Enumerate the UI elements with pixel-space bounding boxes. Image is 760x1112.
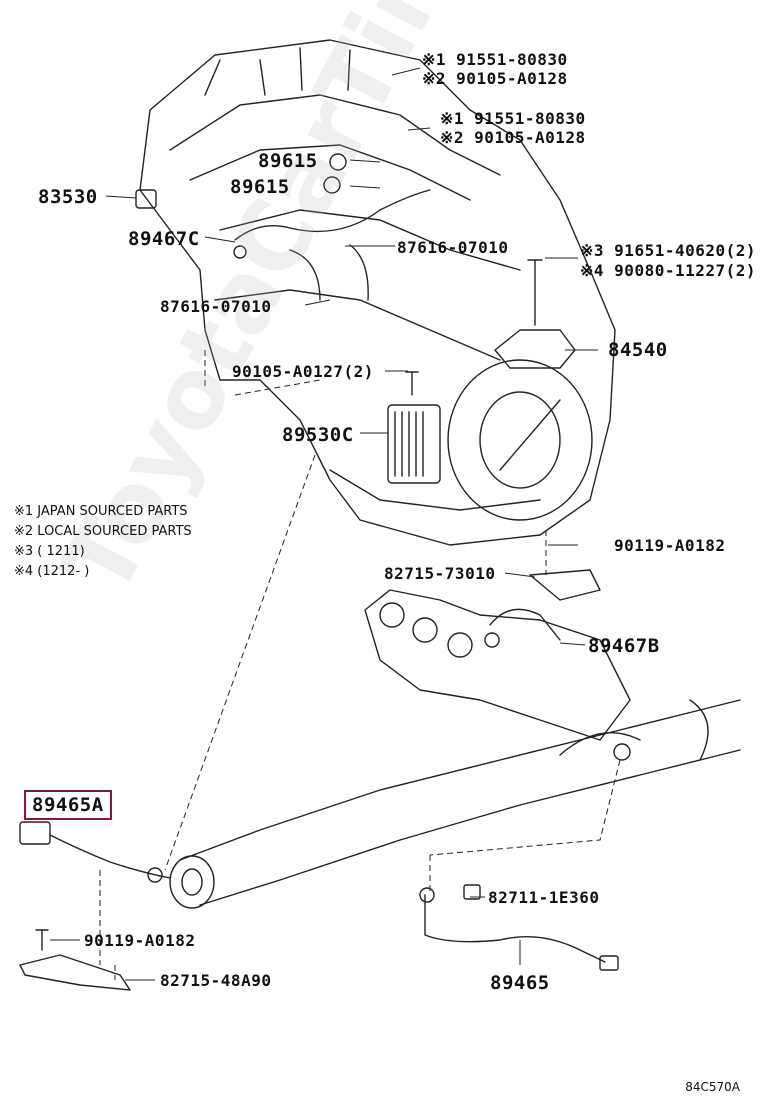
ecu-module-drawing bbox=[387, 404, 441, 484]
label-90080-11227: ※4 90080-11227(2) bbox=[580, 261, 757, 280]
label-90119-a0182-a: 90119-A0182 bbox=[614, 536, 726, 555]
label-89465: 89465 bbox=[490, 972, 550, 994]
label-82711-1e360: 82711-1E360 bbox=[488, 888, 600, 907]
label-91551-80830-b: ※1 91551-80830 bbox=[440, 109, 586, 128]
label-89615-b: 89615 bbox=[230, 176, 290, 198]
note-japan-sourced: ※1 JAPAN SOURCED PARTS bbox=[14, 504, 188, 519]
label-82715-73010: 82715-73010 bbox=[384, 564, 496, 583]
label-87616-07010-b: 87616-07010 bbox=[160, 297, 272, 316]
label-89465a-highlighted: 89465A bbox=[24, 790, 112, 820]
sensor-89465-wire-drawing bbox=[424, 894, 606, 963]
label-91651-40620: ※3 91651-40620(2) bbox=[580, 241, 757, 260]
label-87616-07010-a: 87616-07010 bbox=[397, 238, 509, 257]
label-90105-a0127: 90105-A0127(2) bbox=[232, 362, 374, 381]
label-83530: 83530 bbox=[38, 186, 98, 208]
label-90105-a0128-b: ※2 90105-A0128 bbox=[440, 128, 586, 147]
label-84540: 84540 bbox=[608, 339, 668, 361]
note-range-3: ※3 ( 1211) bbox=[14, 544, 85, 559]
exhaust-pipe-drawing bbox=[179, 699, 741, 906]
sensor-89465a-connector-drawing bbox=[19, 821, 51, 845]
note-range-4: ※4 (1212- ) bbox=[14, 564, 90, 579]
note-local-sourced: ※2 LOCAL SOURCED PARTS bbox=[14, 524, 192, 539]
label-89530c: 89530C bbox=[282, 424, 354, 446]
exhaust-manifold-drawing bbox=[364, 589, 631, 741]
label-89467b: 89467B bbox=[588, 635, 660, 657]
label-89467c: 89467C bbox=[128, 228, 200, 250]
label-90119-a0182-b: 90119-A0182 bbox=[84, 931, 196, 950]
label-82715-48a90: 82715-48A90 bbox=[160, 971, 272, 990]
label-89615-a: 89615 bbox=[258, 150, 318, 172]
figure-code: 84C570A bbox=[685, 1080, 740, 1094]
label-91551-80830-a: ※1 91551-80830 bbox=[422, 50, 568, 69]
label-90105-a0128-a: ※2 90105-A0128 bbox=[422, 69, 568, 88]
engine-block-drawing bbox=[139, 39, 616, 546]
transmission-housing-drawing bbox=[447, 359, 593, 521]
